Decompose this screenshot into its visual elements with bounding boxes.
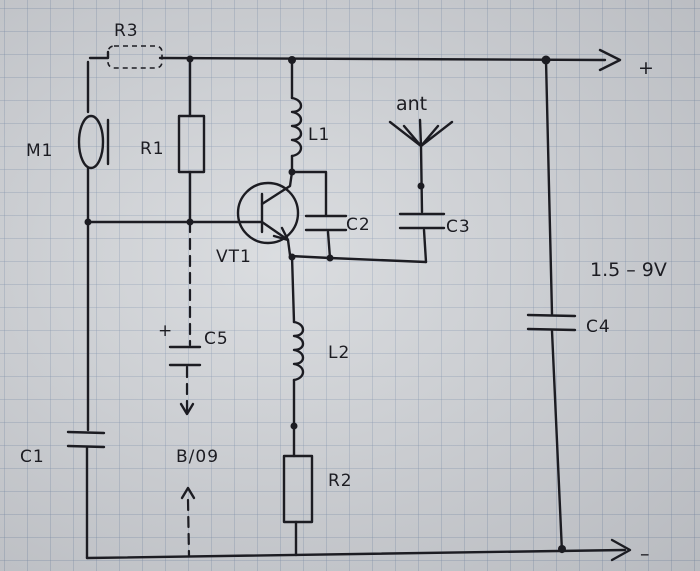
c3-bottom-wire bbox=[422, 228, 428, 264]
input-dashed-wire bbox=[186, 498, 191, 558]
vt1-emitter-arrow bbox=[272, 226, 290, 242]
c1-plate-bottom bbox=[66, 444, 106, 449]
label-l1: L1 bbox=[308, 125, 330, 145]
c4-plate-bottom bbox=[526, 327, 577, 332]
r3-left-lead bbox=[88, 50, 110, 60]
label-plus: + bbox=[638, 57, 654, 79]
l2-top-lead bbox=[290, 254, 296, 324]
positive-terminal-arrow bbox=[598, 48, 622, 72]
label-c5: C5 bbox=[204, 329, 229, 349]
junction-c2-bottom bbox=[326, 254, 334, 262]
r2-resistor bbox=[282, 454, 314, 524]
junction-top-l1 bbox=[288, 56, 296, 64]
c4-bottom-lead bbox=[550, 329, 564, 554]
top-rail-wire bbox=[158, 56, 607, 62]
c5-output-arrow bbox=[179, 402, 195, 416]
r1-resistor bbox=[177, 114, 206, 174]
label-r1: R1 bbox=[140, 139, 165, 159]
junction-r1-base bbox=[186, 218, 194, 226]
c2-bottom-wire bbox=[326, 230, 332, 260]
antenna-icon bbox=[388, 118, 454, 148]
label-c2: C2 bbox=[346, 215, 371, 235]
junction-bottom-c4 bbox=[558, 545, 566, 553]
label-supply-voltage: 1.5 – 9V bbox=[590, 259, 667, 281]
junction-collector bbox=[288, 168, 296, 176]
m1-microphone bbox=[77, 114, 105, 170]
junction-top-c4 bbox=[541, 55, 551, 65]
negative-terminal-arrow bbox=[610, 538, 632, 562]
junction-left-mid bbox=[84, 218, 92, 226]
r3-dashed-resistor bbox=[107, 45, 163, 69]
junction-antenna bbox=[417, 182, 425, 190]
junction-r2 bbox=[290, 422, 298, 430]
label-ant: ant bbox=[396, 93, 427, 115]
label-c5-plus: + bbox=[158, 321, 173, 341]
label-vyb: B/09 bbox=[176, 447, 219, 467]
c4-plate-top bbox=[526, 313, 577, 318]
c3-top-wire bbox=[419, 144, 424, 214]
label-minus: – bbox=[640, 543, 650, 565]
label-m1: M1 bbox=[26, 141, 53, 161]
l2-inductor bbox=[292, 320, 305, 382]
junction-emitter bbox=[288, 253, 296, 261]
label-c1: C1 bbox=[20, 447, 45, 467]
input-arrow bbox=[180, 486, 196, 500]
label-c3: C3 bbox=[446, 217, 471, 237]
emitter-node-wire bbox=[288, 254, 428, 264]
label-vt1: VT1 bbox=[216, 247, 252, 267]
bottom-rail-wire bbox=[85, 548, 627, 560]
vt1-transistor bbox=[236, 181, 300, 245]
c1-plate-top bbox=[66, 430, 106, 435]
l1-inductor bbox=[290, 96, 303, 158]
label-l2: L2 bbox=[328, 343, 350, 363]
vt1-collector bbox=[260, 170, 294, 206]
label-c4: C4 bbox=[586, 317, 611, 337]
label-r2: R2 bbox=[328, 471, 353, 491]
label-r3: R3 bbox=[114, 21, 139, 41]
junction-top-r1 bbox=[186, 55, 194, 63]
c4-top-lead bbox=[544, 58, 554, 316]
c2-top-wire bbox=[290, 170, 328, 217]
